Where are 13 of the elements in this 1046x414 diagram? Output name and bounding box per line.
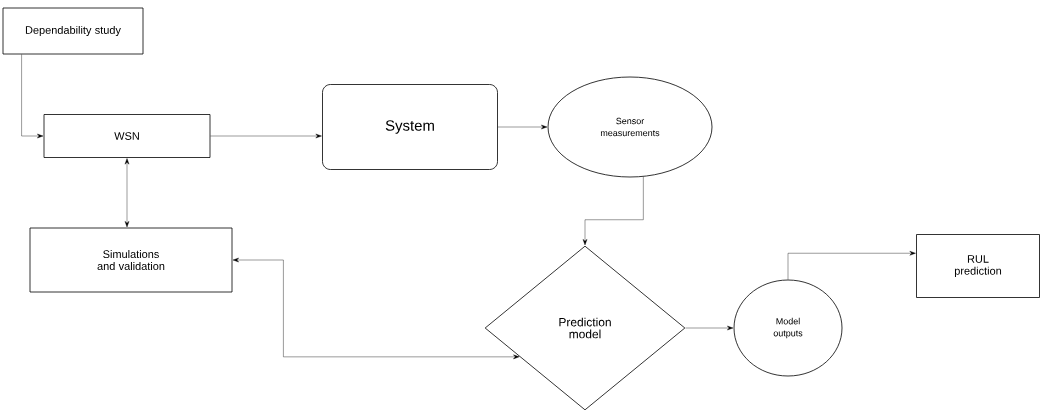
arrow: [124, 158, 130, 228]
arrow: [497, 124, 548, 130]
arrow: [582, 176, 644, 246]
arrow: [685, 325, 734, 331]
process-box: Dependability study: [2, 7, 144, 55]
arrow: [232, 257, 520, 360]
process-box: WSN: [43, 114, 211, 158]
arrow: [21, 54, 44, 139]
arrow: [210, 133, 322, 139]
process-box: Simulations and validation: [29, 227, 233, 293]
process-box: System: [322, 84, 498, 170]
arrow: [787, 251, 916, 280]
process-box: RUL prediction: [916, 234, 1040, 298]
